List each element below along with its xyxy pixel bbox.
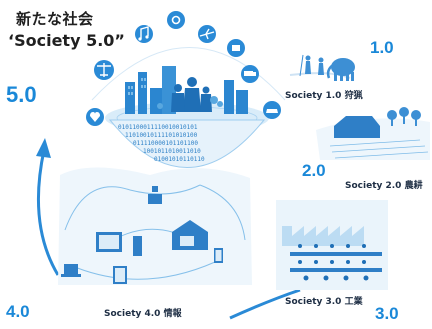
cloud-icon	[148, 186, 162, 204]
stage-number-1: 1.0	[370, 38, 394, 57]
heart-icon	[86, 108, 104, 126]
tablet-icon	[113, 266, 127, 284]
society5-sphere: 0101100011110010010101 11010010111101010…	[91, 47, 286, 168]
cycle-arrowhead-up	[36, 138, 51, 158]
mammoth-icon	[326, 58, 355, 81]
phone-icon	[214, 248, 223, 263]
cycle-arrow-left	[36, 149, 60, 276]
stage-label-4: Society 4.0 情報	[104, 309, 182, 319]
stage-label-2: Society 2.0 農耕	[345, 181, 423, 191]
stage-label-3: Society 3.0 工業	[285, 297, 363, 307]
svg-text:11010010111101010100: 11010010111101010100	[125, 132, 198, 139]
truck-icon	[241, 65, 259, 83]
barn	[334, 116, 380, 138]
factory-icon	[282, 226, 364, 246]
title-japanese: 新たな社会	[16, 10, 94, 28]
svg-text:01001010110110: 01001010110110	[154, 156, 205, 163]
svg-text:0101100011110010010101: 0101100011110010010101	[118, 124, 198, 131]
society1-scene	[289, 54, 355, 81]
stage-number-3: 3.0	[375, 304, 399, 323]
society2-scene	[316, 107, 430, 160]
cycle-arrow-bottom	[229, 288, 301, 320]
stage-label-1: Society 1.0 狩猟	[285, 91, 363, 101]
svg-text:011110000101101100: 011110000101101100	[133, 140, 198, 147]
music-icon	[135, 25, 153, 43]
house-icon	[172, 220, 208, 250]
floating-icons	[86, 11, 281, 126]
tree-icon	[387, 107, 421, 126]
stage-number-5: 5.0	[6, 82, 37, 107]
orbit-arc	[91, 47, 286, 101]
car-icon	[263, 101, 281, 119]
laptop-icon	[61, 264, 81, 277]
satellite-icon	[227, 39, 245, 57]
gear-icon	[167, 11, 185, 29]
society4-scene	[58, 167, 252, 285]
title-society5: ‘Society 5.0”	[8, 31, 125, 50]
stage-number-2: 2.0	[302, 161, 326, 180]
stage-number-4: 4.0	[6, 302, 30, 321]
binary-bowl	[108, 119, 266, 168]
computer-icon	[96, 232, 142, 256]
scales-icon	[94, 60, 114, 80]
society3-scene	[276, 200, 388, 290]
plane-icon	[198, 25, 216, 43]
svg-text:1001011010011010: 1001011010011010	[143, 148, 201, 155]
